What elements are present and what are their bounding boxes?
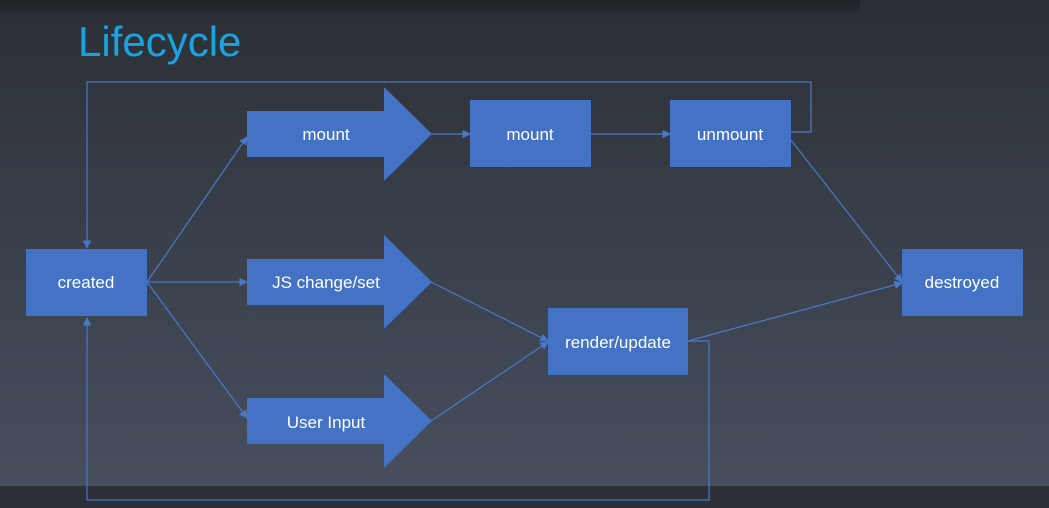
mount-arrow-label: mount — [302, 125, 350, 144]
created-box: created — [26, 249, 147, 316]
render-update-label: render/update — [565, 333, 671, 352]
user-input-arrow-label: User Input — [287, 413, 366, 432]
slide-title: Lifecycle — [78, 18, 242, 65]
edge-unmount-to-destroyed — [790, 139, 903, 283]
connectors — [82, 81, 903, 501]
edge-created-to-user-input — [146, 281, 248, 419]
mount-box: mount — [470, 100, 591, 167]
edge-user-input-to-render — [430, 341, 549, 422]
edge-render-to-created — [82, 317, 710, 501]
bottom-band — [0, 486, 1049, 508]
js-change-arrow-label: JS change/set — [272, 273, 380, 292]
destroyed-box: destroyed — [902, 249, 1023, 316]
unmount-box: unmount — [670, 100, 791, 167]
destroyed-label: destroyed — [925, 273, 1000, 292]
edge-unmount-to-created — [82, 81, 812, 249]
render-update-box: render/update — [548, 308, 688, 375]
user-input-arrow-shape: User Input — [247, 374, 432, 468]
top-shadow — [0, 0, 860, 16]
mount-label: mount — [506, 125, 554, 144]
mount-arrow-shape: mount — [247, 87, 432, 181]
edge-created-to-mount-arrow — [146, 136, 248, 283]
edge-js-change-to-render — [430, 281, 549, 342]
unmount-label: unmount — [697, 125, 763, 144]
js-change-arrow-shape: JS change/set — [247, 235, 432, 329]
edge-render-to-destroyed — [687, 280, 903, 342]
created-label: created — [58, 273, 115, 292]
